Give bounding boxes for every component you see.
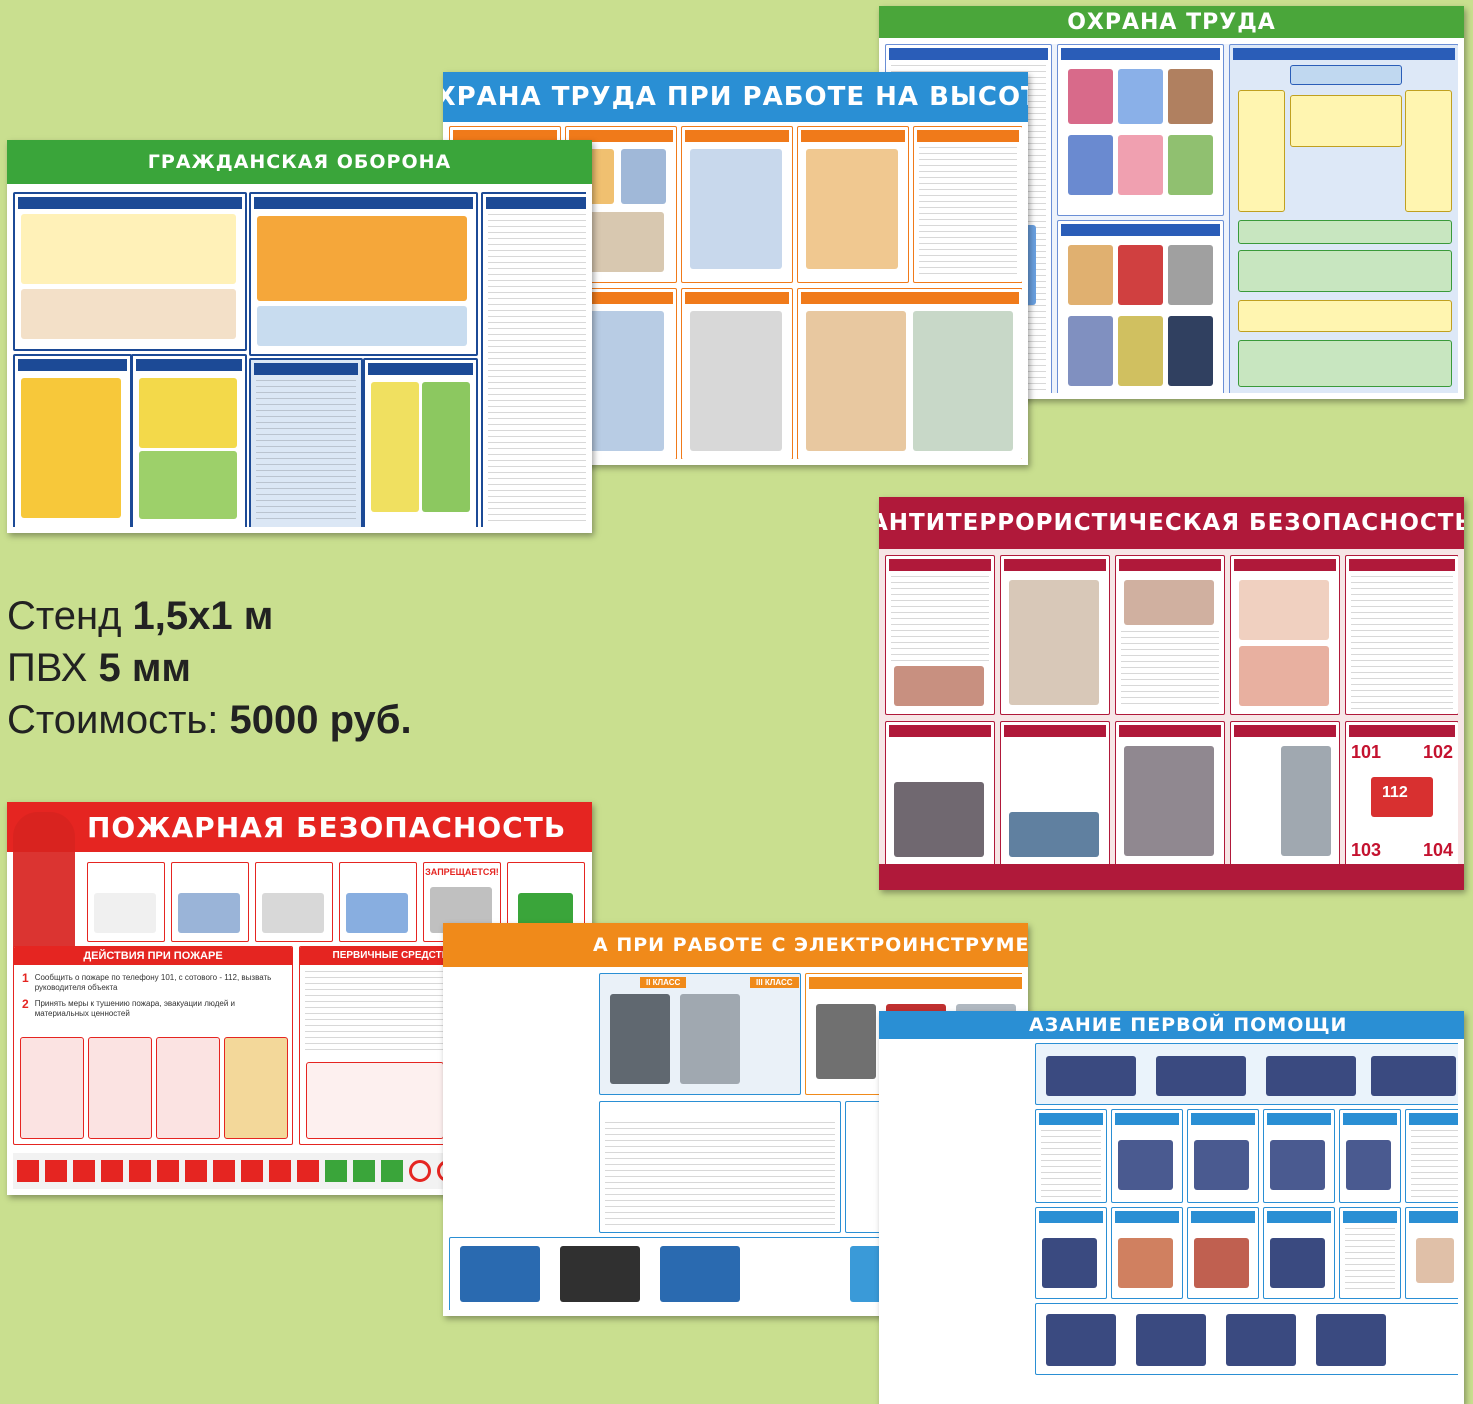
cost: Стоимость: 5000 руб. [7,698,412,742]
poster-title-text: ГРАЖДАНСКАЯ ОБОРОНА [147,151,452,173]
class-3-label: III КЛАСС [750,977,799,988]
poster-title: ОХРАНА ТРУДА [879,6,1464,38]
poster-civil-defense: ГРАЖДАНСКАЯ ОБОРОНА [7,140,592,533]
poster-body [885,1043,1458,1398]
poster-body [13,192,586,527]
poster-title-text: АЗАНИЕ ПЕРВОЙ ПОМОЩИ [1029,1014,1348,1036]
emergency-number-103: 103 [1351,840,1382,860]
poster-body: 101 102 112 103 104 [885,555,1458,864]
fire-actions-title: ДЕЙСТВИЯ ПРИ ПОЖАРЕ [14,947,292,965]
emergency-number-104: 104 [1422,840,1453,860]
class-2-label: II КЛАСС [640,977,687,988]
emergency-numbers-panel: 101 102 112 103 104 [1345,721,1458,864]
stand-size: Стенд 1,5х1 м [7,594,274,638]
poster-title: А ПРИ РАБОТЕ С ЭЛЕКТРОИНСТРУМЕНТОМ [443,923,1028,967]
poster-title: ОХРАНА ТРУДА ПРИ РАБОТЕ НА ВЫСОТЕ [443,72,1028,122]
panel [1229,44,1458,393]
poster-title-text: ПОЖАРНАЯ БЕЗОПАСНОСТЬ [87,810,567,844]
panel [1057,220,1224,393]
material: ПВХ 5 мм [7,646,192,690]
poster-title-text: ОХРАНА ТРУДА ПРИ РАБОТЕ НА ВЫСОТЕ [443,82,1028,112]
poster-antiterror: АНТИТЕРРОРИСТИЧЕСКАЯ БЕЗОПАСНОСТЬ [879,497,1464,890]
poster-title-text: ОХРАНА ТРУДА [1067,9,1276,35]
panel [1057,44,1224,216]
emergency-number-112: 112 [1382,784,1408,801]
poster-title-text: А ПРИ РАБОТЕ С ЭЛЕКТРОИНСТРУМЕНТОМ [593,934,1028,956]
poster-title: ГРАЖДАНСКАЯ ОБОРОНА [7,140,592,184]
poster-title-text: АНТИТЕРРОРИСТИЧЕСКАЯ БЕЗОПАСНОСТЬ [879,510,1464,536]
poster-title: АЗАНИЕ ПЕРВОЙ ПОМОЩИ [879,1011,1464,1039]
emergency-number-102: 102 [1422,742,1453,762]
poster-title: АНТИТЕРРОРИСТИЧЕСКАЯ БЕЗОПАСНОСТЬ [879,497,1464,549]
emergency-number-101: 101 [1351,742,1382,762]
poster-title: ПОЖАРНАЯ БЕЗОПАСНОСТЬ [7,802,592,852]
poster-first-aid: АЗАНИЕ ПЕРВОЙ ПОМОЩИ [879,1011,1464,1404]
price-block: Стенд 1,5х1 м ПВХ 5 мм Стоимость: 5000 р… [7,590,412,746]
forbidden-label: ЗАПРЕЩАЕТСЯ! [425,867,499,877]
